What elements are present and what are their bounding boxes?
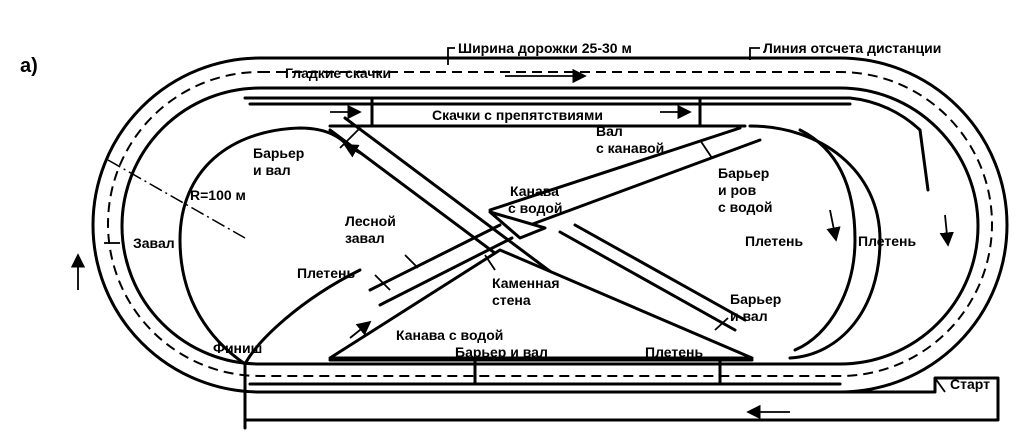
diagonal-strip-c: [558, 223, 747, 332]
distance-reference-line: [107, 71, 993, 377]
label-start: Старт: [950, 376, 990, 392]
steeplechase-top-straight: [243, 96, 930, 192]
central-triangle: [328, 248, 754, 360]
label-bank-ditch-1: Вал: [596, 123, 623, 139]
outer-track: [91, 56, 1009, 430]
label-barrier-bank-bottom: Барьер и вал: [455, 344, 548, 360]
label-wattle-fence-inner: Плетень: [745, 233, 803, 249]
label-barrier-ditch-water-3: с водой: [718, 199, 773, 215]
label-stone-wall-2: стена: [492, 292, 531, 308]
label-water-ditch-center-2: с водой: [508, 200, 563, 216]
label-barrier-bank-right-1: Барьер: [730, 291, 781, 307]
radius-line: [107, 159, 246, 239]
label-wattle-fence-left: Плетень: [297, 265, 355, 281]
label-forest-obstacle-2: завал: [345, 230, 385, 246]
labels: а) Ширина дорожки 25-30 м Линия отсчета …: [20, 40, 990, 392]
label-finish: Финиш: [213, 340, 262, 356]
part-label: а): [20, 55, 38, 77]
steeplechase-course: [178, 96, 930, 386]
label-wattle-fence-bottom: Плетень: [645, 344, 703, 360]
label-forest-obstacle-1: Лесной: [345, 213, 396, 229]
label-barrier-bank-right-2: и вал: [730, 308, 768, 324]
inner-triangle: [488, 210, 547, 240]
label-water-ditch-bottom: Канава с водой: [396, 327, 503, 343]
label-barrier-ditch-water-2: и ров: [718, 182, 757, 198]
label-water-ditch-center-1: Канава: [510, 183, 559, 199]
label-track-width: Ширина дорожки 25-30 м: [458, 40, 632, 56]
label-radius: R=100 м: [190, 187, 246, 203]
start-chute: [243, 376, 1000, 422]
diagonal-strip-d: [368, 223, 514, 307]
label-steeplechase: Скачки с препятствиями: [432, 107, 603, 123]
label-barrier-bank-left-1: Барьер: [253, 145, 304, 161]
label-pointers: [104, 47, 946, 393]
label-barrier-bank-left-2: и вал: [253, 162, 291, 178]
direction-arrows: [70, 68, 954, 420]
label-distance-line: Линия отсчета дистанции: [763, 40, 941, 56]
label-zaval: Завал: [133, 235, 175, 251]
track-inner-boundary: [120, 86, 980, 366]
label-flat-racing: Гладкие скачки: [285, 65, 391, 81]
diagonal-strip-b: [488, 126, 762, 227]
label-barrier-ditch-water-1: Барьер: [718, 165, 769, 181]
label-wattle-fence-outer: Плетень: [858, 233, 916, 249]
label-bank-ditch-2: с канавой: [596, 140, 664, 156]
label-stone-wall-1: Каменная: [492, 275, 560, 291]
